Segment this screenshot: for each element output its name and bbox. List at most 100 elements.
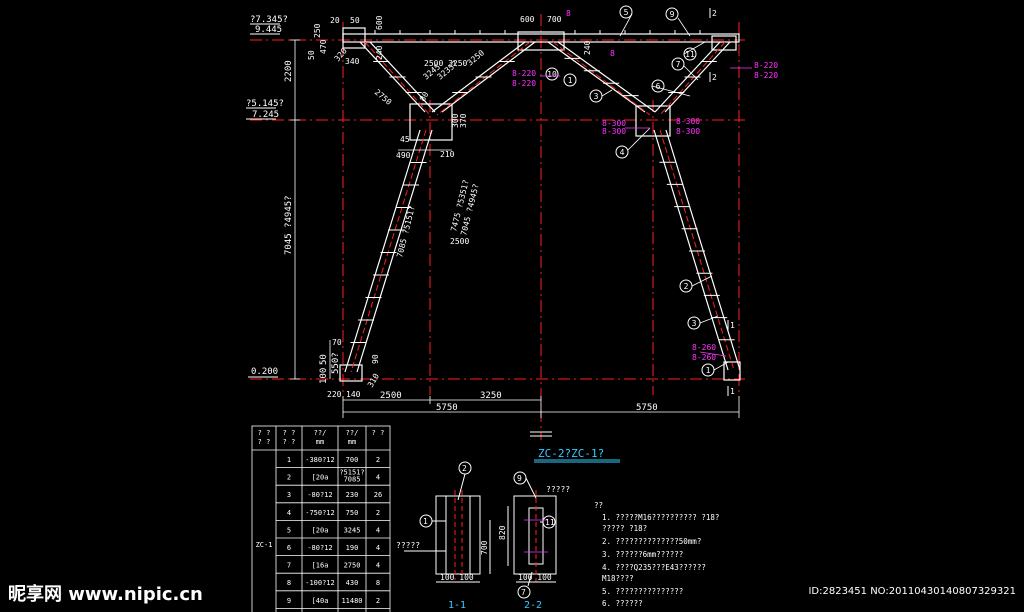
dim-base-90: 90 xyxy=(371,354,380,364)
table-cell: 750 xyxy=(346,509,359,517)
note-line-6: M18???? xyxy=(602,574,634,583)
weld-300-b: 8-300 xyxy=(602,127,626,136)
table-frame xyxy=(251,425,391,612)
table-cell: -80?12 xyxy=(307,491,332,499)
batten-plates xyxy=(350,57,735,343)
elev-top-lower: 9.445 xyxy=(255,25,282,35)
base-plate-left xyxy=(339,364,363,382)
table-cell: 8 xyxy=(287,579,291,587)
dim-50-b: 50 xyxy=(307,50,316,60)
weld-8-a: 8 xyxy=(566,9,571,18)
dim-node-45: 45 xyxy=(400,135,410,144)
notes-heading: ?? xyxy=(594,501,603,510)
dim-600-b: 600 xyxy=(520,15,535,24)
table-cell: 2750 xyxy=(344,562,361,570)
s2-callout-9: 9 xyxy=(517,474,522,483)
table-cell: -380?12 xyxy=(305,456,335,464)
dim-bottom-left-b: 3250 xyxy=(480,391,502,401)
callout-9: 9 xyxy=(670,10,675,19)
table-cell: 230 xyxy=(346,491,359,499)
drawing-title: ZC-2?ZC-1? xyxy=(538,447,604,460)
note-line-5: 4. ????Q235???E43?????? xyxy=(602,563,706,572)
section-mark-1-bottom: 1 xyxy=(730,387,735,396)
table-cell: 5 xyxy=(287,526,291,534)
table-header: ? ? xyxy=(283,429,296,437)
dim-node-210: 210 xyxy=(440,150,455,159)
weld-300-d: 8-300 xyxy=(676,127,700,136)
s2-label: 2-2 xyxy=(524,600,542,611)
node-plate-left xyxy=(409,103,453,141)
weld-300-a: 8-300 xyxy=(602,119,626,128)
note-line-1: 1. ?????M16?????????? ?18? xyxy=(602,513,719,522)
elev-top-upper: ?7.345? xyxy=(250,15,288,25)
table-cell: 26 xyxy=(374,491,382,499)
table-group-label: ZC-1 xyxy=(256,541,273,549)
table-cell: 430 xyxy=(346,579,359,587)
callout-4: 4 xyxy=(620,148,625,157)
table-header: mm xyxy=(316,438,324,446)
weld-220-a: 8-220 xyxy=(754,61,778,70)
callout-1: 1 xyxy=(706,366,711,375)
dim-bottom-right-total: 5750 xyxy=(636,403,658,413)
dim-base-310: 310 xyxy=(366,372,381,389)
dim-7045: 7045 ?4945? xyxy=(284,195,294,255)
watermark-logo: 昵享网 www.nipic.cn xyxy=(8,584,203,605)
s1-callout-2: 2 xyxy=(462,464,467,473)
dim-550: 550? xyxy=(331,352,341,374)
table-cell: 8 xyxy=(376,579,380,587)
note-line-7: 5. ??????????????? xyxy=(602,587,683,596)
table-header: ? ? xyxy=(283,438,296,446)
dim-2200: 2200 xyxy=(284,60,294,82)
weld-220-b: 8-220 xyxy=(754,71,778,80)
callout-10: 10 xyxy=(547,70,557,79)
table-header: ??/ xyxy=(314,429,327,437)
elev-mid-upper: ?5.145? xyxy=(246,99,284,109)
table-cell: 9 xyxy=(287,597,291,605)
dim-node-80: 80 xyxy=(418,90,431,103)
weld-220-c: 8-220 xyxy=(512,69,536,78)
note-line-4: 3. ??????6mm?????? xyxy=(602,550,683,559)
table-cell: [20a xyxy=(312,526,329,534)
section-2-2 xyxy=(507,471,557,599)
callout-5: 5 xyxy=(624,8,629,17)
section-mark-2-bottom: 2 xyxy=(712,73,717,82)
table-cell: [40a xyxy=(312,597,329,605)
dim-node-370: 370 xyxy=(459,113,468,128)
weld-8-b: 8 xyxy=(610,49,615,58)
table-header: mm xyxy=(348,438,356,446)
top-center-plate xyxy=(517,31,565,51)
dim-50: 50 xyxy=(319,354,329,365)
dim-bottom-left-a: 2500 xyxy=(380,391,402,401)
table-cell: 2 xyxy=(376,597,380,605)
table-cell: ?5151? xyxy=(339,469,364,477)
s1-dim-100: 100 100 xyxy=(440,573,474,582)
top-left-plate xyxy=(342,27,366,49)
top-right-plate xyxy=(711,35,737,51)
dim-240-a: 240 xyxy=(375,45,384,60)
elevation-marks: ?7.345? 9.445 ?5.145? 7.245 0.200 xyxy=(246,15,288,378)
dim-340: 340 xyxy=(345,57,360,66)
dim-diag-center3: 2500 xyxy=(450,237,469,246)
callout-5b: 1 xyxy=(568,76,573,85)
dim-upper-a: 2500 3250 xyxy=(424,59,468,68)
table-cell: -100?12 xyxy=(305,579,335,587)
table-cell: 190 xyxy=(346,544,359,552)
callout-11: 11 xyxy=(685,50,695,59)
s2-dim-820: 820 xyxy=(498,525,507,540)
table-header: ??/ xyxy=(346,429,359,437)
dim-base-70: 70 xyxy=(332,338,342,347)
dim-100: 100 xyxy=(319,368,329,384)
table-cell: 2 xyxy=(376,456,380,464)
table-header: ? ? xyxy=(258,438,271,446)
s1-callout-1: 1 xyxy=(423,517,428,526)
table-cell: 3245 xyxy=(344,526,361,534)
table-cell: -80?12 xyxy=(307,544,332,552)
weld-300-c: 8-300 xyxy=(676,117,700,126)
callout-2: 2 xyxy=(684,282,689,291)
table-cell: 7 xyxy=(287,562,291,570)
weld-260-a: 8-260 xyxy=(692,343,716,352)
dim-bottom-left-total: 5750 xyxy=(436,403,458,413)
axis-lines xyxy=(250,14,745,440)
table-cell: 2 xyxy=(287,474,291,482)
